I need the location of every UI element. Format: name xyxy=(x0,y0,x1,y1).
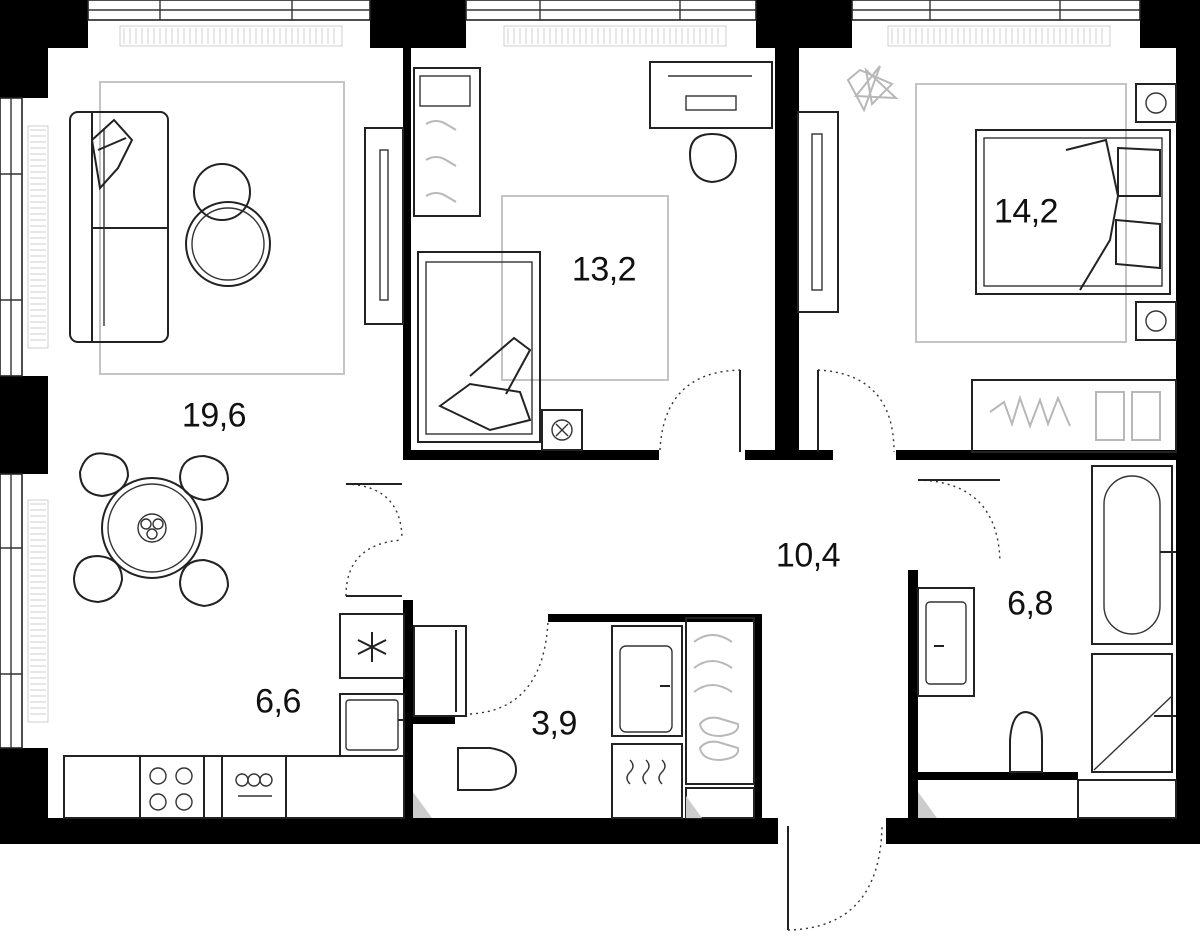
wc-furniture xyxy=(413,619,683,819)
desk xyxy=(649,61,773,129)
toilet xyxy=(457,747,518,791)
nightstand-top xyxy=(1135,83,1177,123)
single-bed xyxy=(417,251,541,443)
small-bedroom-furniture xyxy=(413,61,773,452)
nightstand-bottom xyxy=(1135,301,1177,341)
living-room-furniture xyxy=(69,81,404,608)
fridge xyxy=(339,613,405,679)
wc-sink xyxy=(611,625,683,737)
radiators xyxy=(27,25,1111,723)
walls xyxy=(0,0,1200,844)
bathroom-furniture xyxy=(917,465,1177,819)
wall-markers xyxy=(413,792,937,818)
bath-sink xyxy=(917,587,975,697)
water-heater xyxy=(611,743,683,819)
area-label-bedroom-small: 13,2 xyxy=(571,250,637,289)
area-label-living: 19,6 xyxy=(181,396,247,435)
windows xyxy=(0,0,1141,749)
hallway-furniture xyxy=(685,617,883,931)
master-bedroom-rug xyxy=(915,83,1127,343)
master-bedroom-furniture xyxy=(797,65,1177,453)
small-bedroom-rug xyxy=(501,195,669,381)
area-label-bathroom: 6,8 xyxy=(1007,584,1053,623)
dining-chairs xyxy=(72,452,230,608)
nightstand-small xyxy=(541,409,583,451)
area-label-hallway: 10,4 xyxy=(775,536,841,575)
dining-table xyxy=(101,477,203,579)
bath-toilet xyxy=(1009,710,1043,773)
entry-door-swing xyxy=(787,825,883,931)
bathtub xyxy=(1091,465,1173,645)
kitchen-sink xyxy=(339,693,405,757)
kitchen-counter xyxy=(63,755,405,819)
kitchen-furniture xyxy=(63,613,405,819)
hall-closet xyxy=(685,617,755,785)
coffee-table-b xyxy=(185,201,271,287)
tv-unit xyxy=(364,127,404,325)
wc-cabinet xyxy=(413,625,467,717)
tv-unit-master xyxy=(797,111,839,313)
dishwasher xyxy=(221,755,287,819)
area-label-wc: 3,9 xyxy=(531,704,577,743)
area-label-bedroom-master: 14,2 xyxy=(993,192,1059,231)
wardrobe-small xyxy=(413,67,481,217)
stove xyxy=(139,755,205,819)
coffee-table-a xyxy=(193,163,251,221)
area-label-kitchen: 6,6 xyxy=(255,682,301,721)
plant xyxy=(846,65,899,113)
double-bed xyxy=(975,129,1171,295)
wardrobe-master xyxy=(971,379,1177,453)
shower xyxy=(1091,653,1173,773)
desk-chair xyxy=(688,132,738,184)
